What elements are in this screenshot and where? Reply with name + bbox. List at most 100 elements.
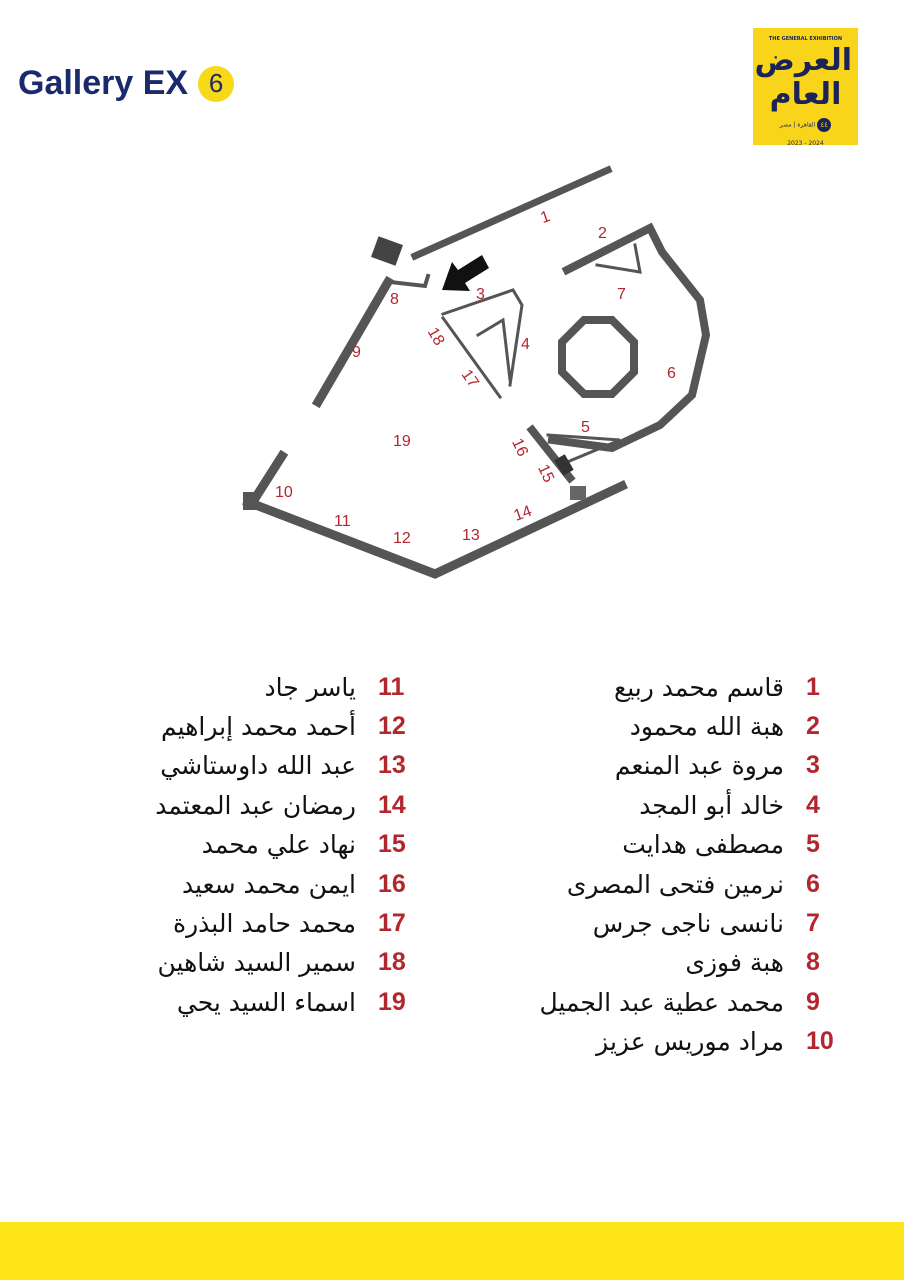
artist-number: 3 [806,751,820,780]
artist-number: 4 [806,790,820,819]
artist-name: نرمين فتحى المصرى [566,869,784,899]
logo-years: 2023 - 2024 [787,140,824,147]
wall-9 [311,275,395,409]
artist-name: نانسى ناجى جرس [592,908,784,938]
artist-name: نهاد علي محمد [201,830,356,860]
artist-number: 13 [378,751,406,780]
artist-number: 5 [806,830,820,859]
floor-plan: 1 2 3 4 5 6 7 8 9 10 11 12 13 14 15 16 1… [242,165,711,579]
artist-number: 11 [378,672,405,701]
map-label-6: 6 [667,365,676,382]
artist-number: 7 [806,908,820,937]
gallery-number-badge: 6 [198,65,235,102]
exhibition-logo: THE GENERAL EXHIBITION العرض العام القاه… [753,28,858,147]
gallery-title: Gallery EX 6 [18,64,235,103]
map-label-11: 11 [334,513,351,530]
logo-arabic-1: العرض [754,43,853,78]
artist-list-item: نرمين فتحى المصرى 6 [567,865,846,903]
map-label-5: 5 [581,419,590,436]
artist-list-item: خالد أبو المجد 4 [639,786,846,824]
artist-name: ياسر جاد [264,672,356,702]
artist-number: 2 [806,711,820,740]
block-14 [570,486,586,500]
artist-name: خالد أبو المجد [639,790,784,820]
artist-number: 18 [378,948,406,977]
artist-list-item: هبة فوزى 8 [685,944,846,982]
artist-list-item: عبد الله داوستاشي 13 [160,747,418,785]
map-label-7: 7 [617,286,626,303]
map-label-3: 3 [476,286,485,303]
artist-list-item: هبة الله محمود 2 [630,707,846,745]
artist-name: سمير السيد شاهين [157,948,357,978]
map-label-13: 13 [462,527,480,544]
logo-city: القاهرة | مصر [779,121,816,129]
artist-name: أحمد محمد إبراهيم [161,711,356,741]
artist-name: محمد حامد البذرة [173,908,356,938]
block-10 [243,492,259,510]
artist-list-item: محمد حامد البذرة 17 [173,904,418,942]
artist-number: 12 [378,711,406,740]
hatched-block [371,236,403,266]
artist-list-item: محمد عطية عبد الجميل 9 [539,983,846,1021]
artist-list-item: قاسم محمد ربيع 1 [614,668,846,706]
logo-arabic-2: العام [769,77,842,112]
artist-number: 19 [378,987,406,1016]
map-label-19: 19 [393,433,411,450]
artist-name: عبد الله داوستاشي [160,751,356,781]
map-label-18: 18 [424,325,448,349]
map-label-2: 2 [598,225,607,242]
artist-name: مروة عبد المنعم [614,751,784,781]
map-label-10: 10 [275,484,293,501]
map-label-16: 16 [508,436,531,459]
wall-7-inner [595,243,642,274]
artist-list-item: مروة عبد المنعم 3 [615,747,846,785]
artist-name: هبة الله محمود [629,711,784,741]
artist-name: رمضان عبد المعتمد [155,790,356,820]
map-label-9: 9 [352,344,361,361]
artist-list-item: سمير السيد شاهين 18 [158,944,419,982]
artist-number: 8 [806,948,820,977]
block-15 [554,454,574,476]
wall-bottom [242,480,628,579]
octagon-structure [558,316,638,398]
artist-name: محمد عطية عبد الجميل [539,987,784,1017]
wall-17 [440,315,503,400]
wall-5 [546,433,621,467]
logo-english: THE GENERAL EXHIBITION [768,36,843,42]
artist-name: اسماء السيد يحي [176,987,356,1017]
artist-name: هبة فوزى [685,948,784,978]
artist-number: 14 [378,790,406,819]
artist-list-item: ايمن محمد سعيد 16 [182,865,418,903]
artist-name: ايمن محمد سعيد [181,869,356,899]
entrance-arrow-icon [442,255,489,291]
map-label-1: 1 [538,208,552,227]
map-label-12: 12 [393,530,411,547]
artist-list-item: اسماء السيد يحي 19 [177,983,418,1021]
artist-list-item: أحمد محمد إبراهيم 12 [161,707,418,745]
wall-8 [387,273,431,289]
artist-list-item: مصطفى هدايت 5 [622,826,846,864]
wall-4 [475,317,512,382]
footer-bar [0,1222,904,1280]
gallery-title-text: Gallery EX [18,64,189,102]
artist-number: 6 [806,869,820,898]
map-label-15: 15 [534,462,557,485]
map-label-17: 17 [458,367,482,391]
artist-number: 17 [378,908,406,937]
artist-list-item: نهاد علي محمد 15 [202,826,418,864]
wall-1 [410,165,613,261]
wall-2-7-6 [547,222,711,453]
map-label-8: 8 [390,291,399,308]
artist-number: 1 [806,672,820,701]
artist-list-item: رمضان عبد المعتمد 14 [155,786,418,824]
artist-name: قاسم محمد ربيع [613,672,784,702]
artist-number: 15 [378,830,406,859]
artist-list-item: ياسر جاد 11 [265,668,418,706]
artist-list-item: نانسى ناجى جرس 7 [593,904,846,942]
map-label-4: 4 [521,336,530,353]
artist-number: 16 [378,869,406,898]
artist-name: مصطفى هدايت [622,830,784,860]
map-label-14: 14 [512,503,535,525]
artist-number: 9 [806,987,820,1016]
wall-3 [441,288,524,387]
